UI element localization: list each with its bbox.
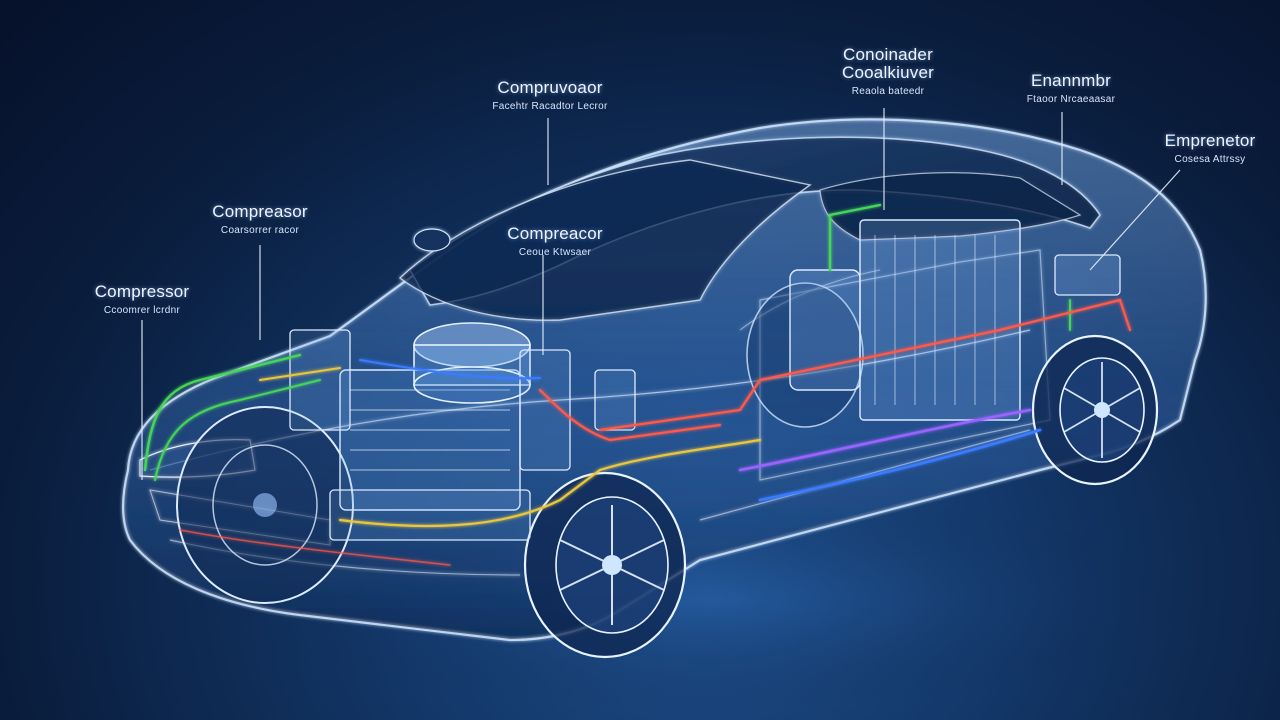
callout-c6: Enannmbr Ftaoor Nrcaeaasar xyxy=(996,72,1146,107)
callout-subtitle: Ftaoor Nrcaeaasar xyxy=(1026,94,1116,105)
callout-subtitle: Ccoomrer lcrdnr xyxy=(103,305,181,316)
front-condenser-unit xyxy=(339,369,521,511)
callout-title: Compreasor xyxy=(212,202,308,221)
callout-subtitle: Facehtr Racadtor Lecror xyxy=(492,101,608,112)
callout-c1: Compressor Ccoomrer lcrdnr xyxy=(72,283,212,318)
callout-subtitle: Ceoue Ktwsaer xyxy=(518,247,592,258)
callout-c3: Compruvoaor Facehtr Racadtor Lecror xyxy=(440,79,660,114)
callout-c4: Compreacor Ceoue Ktwsaer xyxy=(480,225,630,260)
rear-right-wheel xyxy=(1031,334,1159,486)
evaporator-unit xyxy=(789,219,1021,421)
callout-title: Compruvoaor xyxy=(497,78,603,97)
compressor-unit xyxy=(413,322,531,404)
callout-c7: Emprenetor Cosesa Attrssy xyxy=(1148,132,1272,167)
callout-title-line2: Cooalkiuver xyxy=(842,63,934,82)
callout-c5: Conoinader Cooalkiuver Reaola bateedr xyxy=(818,46,958,99)
front-left-wheel xyxy=(176,406,354,604)
callout-c2: Compreasor Coarsorrer racor xyxy=(190,203,330,238)
callout-title: Compreacor xyxy=(507,224,603,243)
callout-title: Emprenetor xyxy=(1164,131,1256,150)
callout-title: Compressor xyxy=(94,282,190,301)
engine-block xyxy=(289,329,636,541)
callout-subtitle: Cosesa Attrssy xyxy=(1174,154,1246,165)
callout-subtitle: Reaola bateedr xyxy=(851,86,925,97)
front-right-wheel xyxy=(523,471,687,659)
callout-subtitle: Coarsorrer racor xyxy=(220,225,300,236)
callout-title: Conoinader xyxy=(843,45,933,64)
refrigerant-lines xyxy=(143,203,1132,566)
callout-leader-lines xyxy=(141,108,1181,480)
leader-line-c7 xyxy=(1089,169,1181,271)
rear-expansion-valve xyxy=(1054,254,1121,296)
callout-title: Enannmbr xyxy=(1030,71,1112,90)
rear-left-wheel xyxy=(746,282,864,428)
